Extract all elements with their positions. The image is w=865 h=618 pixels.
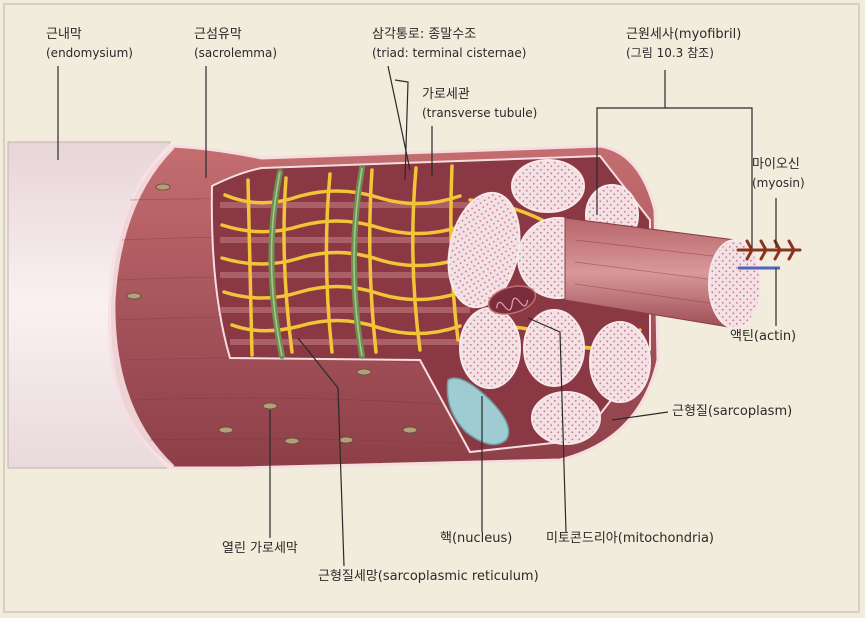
label-myofibril-ko: 근원세사(myofibril) [626,27,742,42]
nucleus-shape [446,377,510,446]
myofibril-section [523,309,585,387]
mitochondrion-cristae [496,297,529,311]
myosin-filament [736,239,802,261]
image-border [3,3,860,613]
myofibril-section [459,307,521,389]
label-sarcoplasmic-reticulum: 근형질세망(sarcoplasmic reticulum) [318,569,539,584]
transverse-tubule-highlights [270,167,363,357]
myofibril-bands [220,202,470,345]
label-sarcolemma: 근섬유막 (sacrolemma) [194,26,277,62]
label-sarcolemma-ko: 근섬유막 [194,27,242,42]
label-sarcoplasm: 근형질(sarcoplasm) [672,404,793,419]
label-triad-ko: 삼각통로: 종말수조 [372,27,477,42]
label-open-t-tubule: 열린 가로세막 [222,541,298,556]
label-myofibril: 근원세사(myofibril) (그림 10.3 참조) [626,26,741,62]
label-endomysium-ko: 근내막 [46,27,82,42]
label-mitochondria: 미토콘드리아(mitochondria) [546,531,714,546]
myofibril-section [589,321,651,403]
label-triad-en: (triad: terminal cisternae) [372,46,527,60]
label-nucleus: 핵(nucleus) [440,531,513,546]
label-triad: 삼각통로: 종말수조 (triad: terminal cisternae) [372,26,526,62]
mitochondrion [487,285,537,315]
myofibril-section [511,159,585,213]
label-actin: 액틴(actin) [730,329,797,344]
myofibril-section [531,391,601,445]
leader-lines [57,65,777,567]
label-endomysium-en: (endomysium) [46,46,133,60]
myofibril-cross-sections [447,159,651,445]
label-myofibril-en: (그림 10.3 참조) [626,46,714,60]
open-t-tubule-pores [126,183,418,445]
label-sarcolemma-en: (sacrolemma) [194,46,278,60]
sarcolemma-edge [108,143,175,471]
label-myosin-ko: 마이오신 [752,157,800,172]
myofibril-rod-striations [574,239,731,307]
label-transverse-tubule-ko: 가로세관 [422,87,470,102]
label-transverse-tubule-en: (transverse tubule) [422,106,538,120]
label-endomysium: 근내막 (endomysium) [46,26,133,62]
label-myosin-en: (myosin) [752,176,805,190]
label-transverse-tubule: 가로세관 (transverse tubule) [422,86,537,122]
label-myosin: 마이오신 (myosin) [752,156,805,192]
myofibril-rod-end [708,239,762,329]
